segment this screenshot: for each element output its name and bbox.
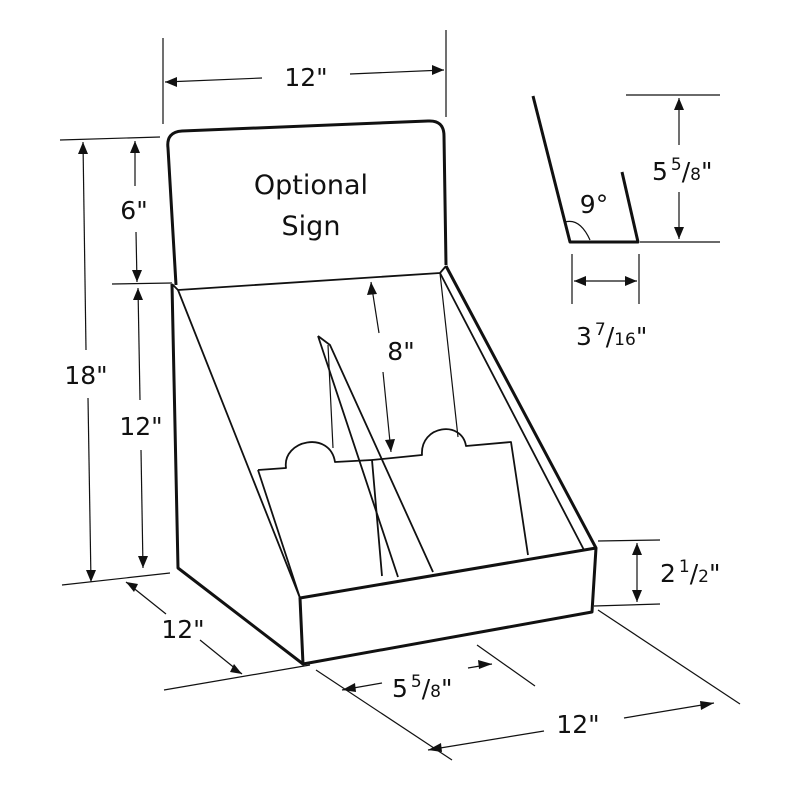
center-divider: [317, 335, 434, 578]
sign-label-line2: Sign: [282, 211, 341, 242]
detail-base-dimension: [571, 254, 640, 304]
side-depth-label: 12": [161, 615, 204, 644]
pocket-width-denominator: 8: [430, 682, 441, 702]
profile-outline: [531, 95, 640, 244]
detail-height-whole: 5: [652, 157, 668, 186]
lip-height-whole: 2: [660, 559, 676, 588]
front-lip: [298, 546, 598, 666]
display-box: [166, 119, 598, 666]
angle-arc: [564, 220, 591, 241]
left-pocket-insert: [257, 441, 383, 577]
detail-base-numerator: 7: [595, 320, 606, 340]
side-depth-dimension: [125, 581, 311, 691]
total-height-label: 18": [64, 361, 107, 390]
detail-height-numerator: 5: [671, 155, 682, 175]
lip-height-denominator: 2: [698, 567, 709, 587]
right-side-slope: [444, 265, 598, 549]
pocket-depth-label: 8": [387, 337, 414, 366]
front-width-label: 12": [556, 710, 599, 739]
sign-height-label: 6": [120, 196, 147, 225]
pocket-depth-dimension: [367, 281, 395, 453]
top-width-label: 12": [284, 63, 327, 92]
left-insert-side: [257, 469, 301, 599]
pocket-width-whole: 5: [392, 674, 408, 703]
detail-base-whole: 3: [576, 322, 592, 351]
sign-height-dimension: [111, 141, 173, 285]
side-profile-detail: [531, 95, 640, 244]
right-pocket-insert: [371, 428, 529, 556]
front-height-dimension: [133, 287, 148, 569]
left-side-outer: [170, 283, 304, 666]
back-panel-outline: [166, 119, 448, 286]
tray-back-line: [327, 272, 459, 449]
total-height-dimension: [59, 136, 171, 586]
top-width-dimension: [162, 30, 447, 124]
lip-height-dimension: [593, 539, 661, 607]
left-side-inner: [177, 289, 301, 599]
front-width-dimension: [315, 609, 741, 761]
detail-height-dimension: [626, 94, 720, 243]
front-height-label: 12": [119, 412, 162, 441]
tray-top-rim: [171, 265, 447, 291]
pocket-width-numerator: 5: [411, 672, 422, 692]
right-side-inner: [439, 272, 585, 551]
detail-height-denominator: 8: [690, 165, 701, 185]
detail-angle-label: 9°: [580, 190, 608, 219]
sign-label-line1: Optional: [254, 170, 368, 201]
pocket-width-dimension: [341, 644, 536, 692]
lip-height-numerator: 1: [679, 557, 690, 577]
detail-base-denominator: 16: [614, 330, 636, 350]
